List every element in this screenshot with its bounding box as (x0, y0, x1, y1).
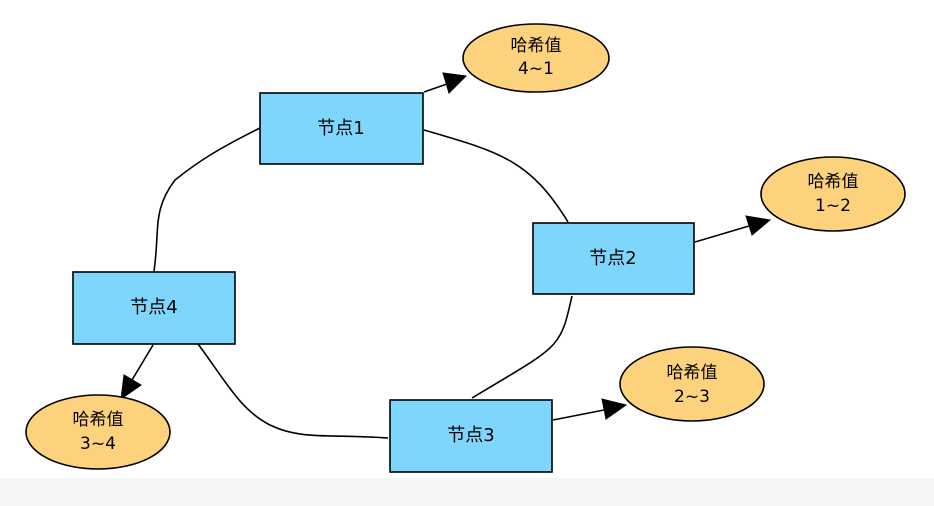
bottom-band (0, 478, 934, 506)
hash-label-4-1-range: 4~1 (518, 59, 554, 79)
hash-ellipse-1-2: 哈希值 1~2 (760, 156, 906, 232)
hash-label-1-2-title: 哈希值 (808, 172, 859, 192)
hash-label-4-1-title: 哈希值 (511, 36, 562, 56)
hash-label-3-4-title: 哈希值 (73, 410, 124, 430)
hash-label-2-3-title: 哈希值 (667, 363, 718, 383)
node-box-4: 节点4 (72, 271, 236, 345)
arrow-head-hash-2-3 (601, 398, 628, 420)
arrow-edge-node1-hash-4-1 (423, 83, 448, 93)
ring-edge-node4-node1 (153, 127, 261, 272)
node-label-3: 节点3 (447, 425, 494, 446)
ring-edge-node1-node2 (423, 129, 569, 223)
node-label-2: 节点2 (589, 248, 636, 269)
arrow-edge-node4-hash-3-4 (131, 344, 154, 381)
arrow-edge-node3-hash-2-3 (552, 409, 605, 421)
node-label-4: 节点4 (130, 297, 177, 318)
hash-ellipse-4-1: 哈希值 4~1 (462, 23, 610, 93)
hash-label-2-3-range: 2~3 (674, 387, 710, 407)
hash-label-1-2-range: 1~2 (815, 196, 851, 216)
node-box-3: 节点3 (389, 399, 553, 473)
ring-edge-node2-node3 (471, 295, 573, 399)
arrow-head-hash-4-1 (442, 72, 468, 94)
hash-label-3-4-range: 3~4 (80, 434, 116, 454)
arrow-edge-node2-hash-1-2 (694, 225, 750, 243)
arrow-head-hash-3-4 (120, 374, 142, 401)
node-box-2: 节点2 (532, 222, 695, 295)
hash-ellipse-3-4: 哈希值 3~4 (25, 394, 171, 470)
node-box-1: 节点1 (259, 92, 424, 165)
arrow-head-hash-1-2 (745, 215, 772, 236)
ring-edge-node3-node4 (197, 343, 389, 439)
hash-ellipse-2-3: 哈希值 2~3 (619, 346, 765, 422)
node-label-1: 节点1 (317, 118, 364, 139)
